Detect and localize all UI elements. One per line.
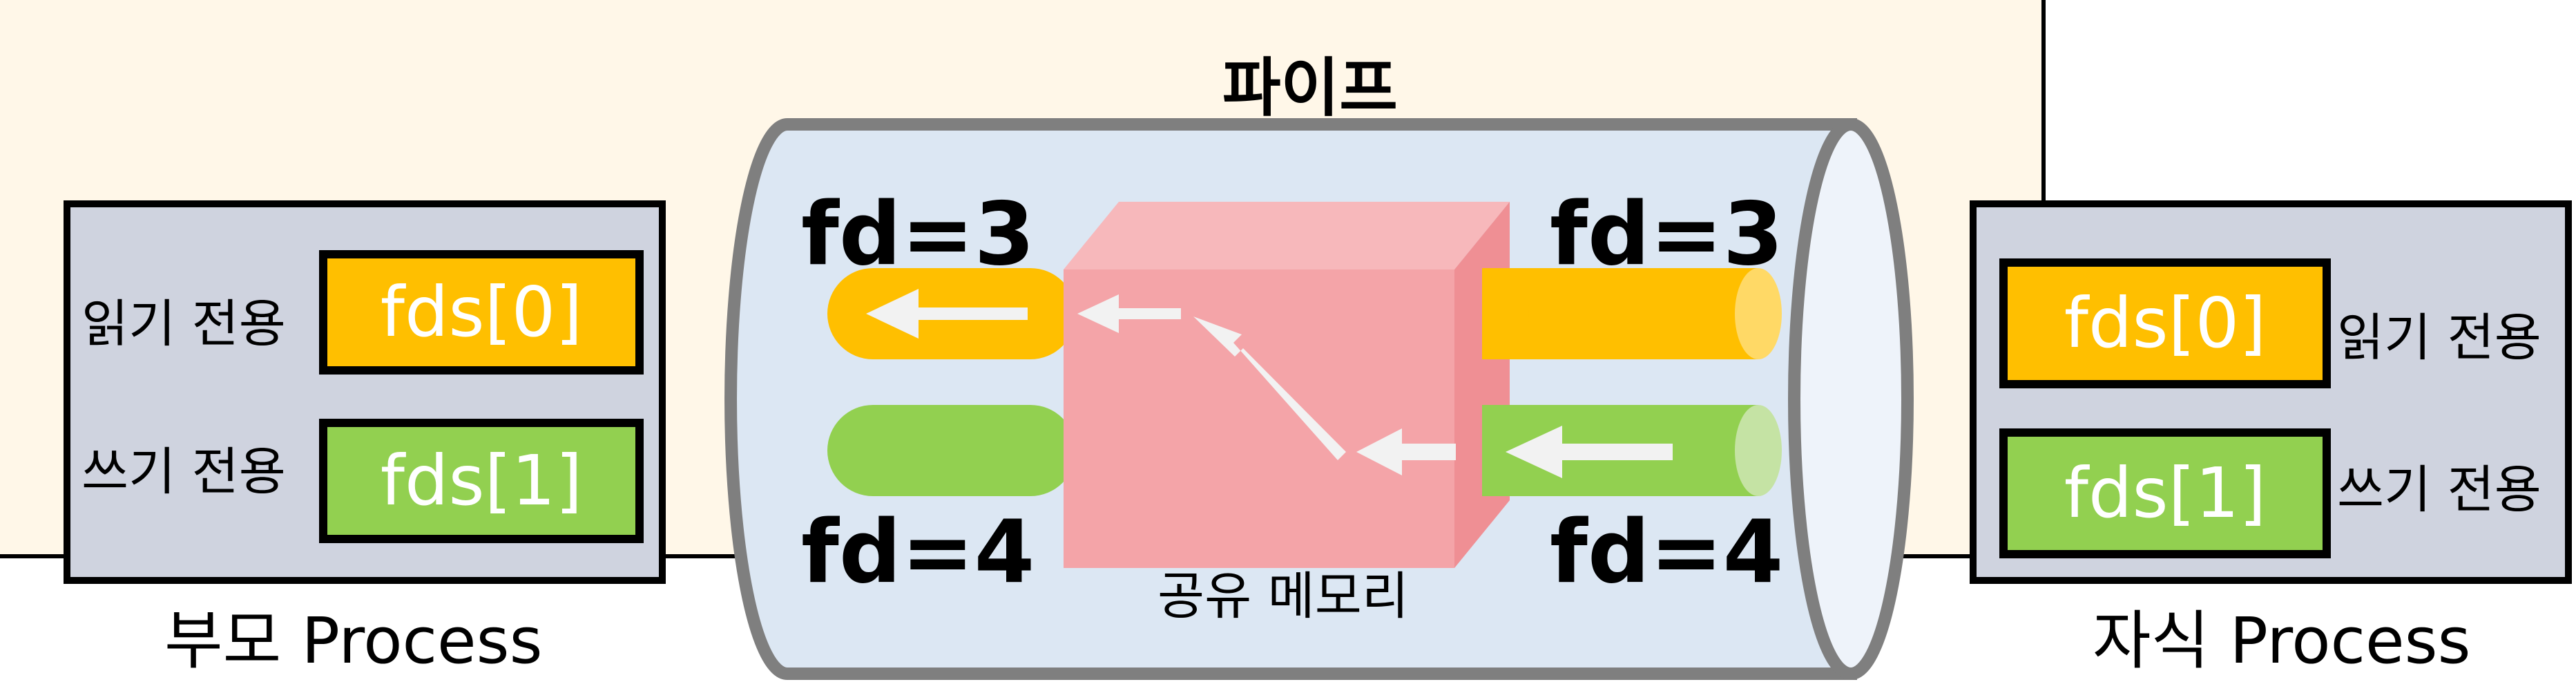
- left-fd3-label: fd=3: [801, 191, 1035, 278]
- pipe-opening: [1794, 124, 1907, 674]
- shared-memory-label: 공유 메모리: [1157, 571, 1409, 622]
- right-fd4-label: fd=4: [1550, 509, 1783, 596]
- left-fd4-label: fd=4: [801, 509, 1035, 596]
- shared-memory-cube: [1064, 202, 1510, 568]
- pipe-title: 파이프: [1222, 57, 1398, 120]
- right-fd3-label: fd=3: [1550, 191, 1783, 278]
- left-write-tube: [827, 405, 1076, 496]
